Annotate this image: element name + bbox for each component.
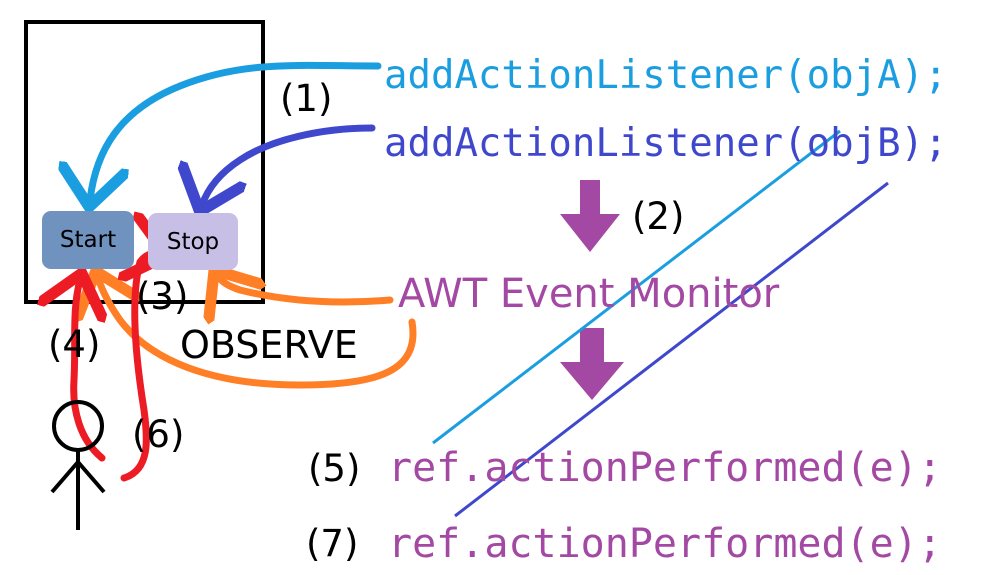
user-stick-figure	[50, 400, 106, 530]
code-add-listener-objB: addActionListener(objB);	[384, 121, 948, 166]
code-action-performed-7: ref.actionPerformed(e);	[388, 521, 942, 567]
observe-label: OBSERVE	[180, 323, 358, 367]
arrow-user-click-stop	[124, 253, 160, 482]
arrow-register-objB	[202, 124, 376, 205]
code-action-performed-5: ref.actionPerformed(e);	[388, 445, 942, 491]
step-label-3: (3)	[136, 275, 189, 318]
window-frame	[24, 20, 265, 304]
step-label-7: (7)	[306, 522, 359, 565]
link-line-objA-to-call5	[432, 129, 841, 445]
down-arrow-to-calls	[560, 328, 624, 400]
down-arrow-to-monitor	[560, 180, 620, 252]
start-button[interactable]: Start	[42, 211, 134, 269]
code-add-listener-objA: addActionListener(objA);	[384, 53, 948, 98]
step-label-1: (1)	[280, 77, 333, 120]
stop-button-label: Stop	[166, 228, 220, 255]
arrow-observe-start	[98, 278, 417, 389]
step-label-6: (6)	[132, 413, 185, 456]
arrow-register-objA	[90, 61, 382, 200]
link-line-objB-to-call7	[454, 181, 889, 518]
step-label-2: (2)	[632, 195, 685, 238]
awt-event-monitor-label: AWT Event Monitor	[398, 271, 780, 317]
stop-button[interactable]: Stop	[148, 213, 238, 270]
arrow-observe-stop	[218, 276, 394, 302]
step-label-4: (4)	[48, 323, 101, 366]
arrow-user-click-start	[74, 280, 102, 462]
step-label-5: (5)	[308, 447, 361, 490]
start-button-label: Start	[59, 227, 117, 253]
